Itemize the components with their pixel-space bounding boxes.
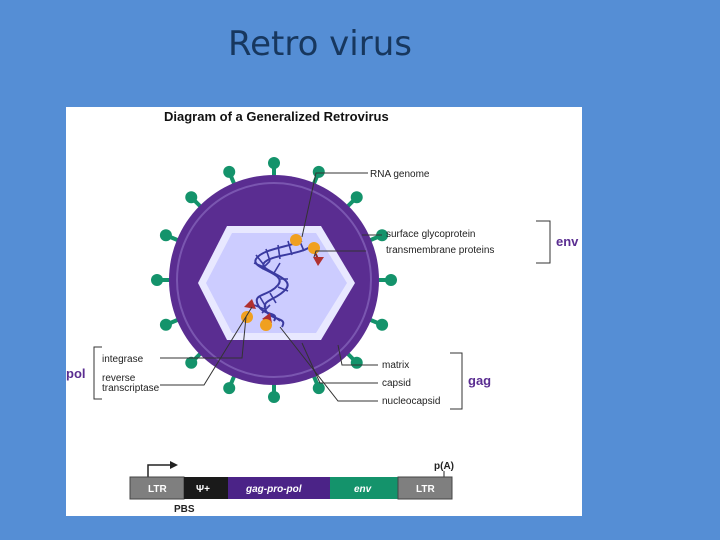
- spike-head: [313, 382, 325, 394]
- segment-label: Ψ+: [196, 484, 210, 495]
- spike-head: [351, 191, 363, 203]
- segment-label: LTR: [148, 484, 167, 495]
- label-pbs: PBS: [174, 504, 195, 515]
- protein-dot: [290, 234, 302, 246]
- label-polya: p(A): [434, 461, 454, 472]
- spike-head: [223, 166, 235, 178]
- gag-bracket: [450, 353, 462, 409]
- genome-map: p(A) LTR Ψ+ gag-pro-pol env LTR PBS: [130, 461, 454, 515]
- label-capsid: capsid: [382, 378, 411, 389]
- spike-head: [160, 319, 172, 331]
- segment-label: LTR: [416, 484, 435, 495]
- spike-head: [151, 274, 163, 286]
- slide-title: Retro virus: [0, 24, 640, 64]
- group-env: env: [556, 234, 579, 249]
- label-surface-glycoprotein: surface glycoprotein: [386, 229, 476, 240]
- spike-head: [268, 157, 280, 169]
- spike-head: [313, 166, 325, 178]
- spike-head: [223, 382, 235, 394]
- spike-head: [376, 319, 388, 331]
- group-pol: pol: [66, 366, 86, 381]
- protein-dot: [308, 242, 320, 254]
- label-transcriptase: transcriptase: [102, 383, 160, 394]
- retrovirus-diagram: Diagram of a Generalized Retrovirus: [66, 107, 582, 516]
- label-integrase: integrase: [102, 354, 144, 365]
- segment-label: env: [354, 484, 373, 495]
- spike-head: [185, 357, 197, 369]
- spike-head: [185, 191, 197, 203]
- label-matrix: matrix: [382, 360, 409, 371]
- pol-bracket: [94, 347, 102, 399]
- spike-head: [385, 274, 397, 286]
- spike-head: [351, 357, 363, 369]
- label-transmembrane-proteins: transmembrane proteins: [386, 245, 494, 256]
- diagram-title: Diagram of a Generalized Retrovirus: [164, 109, 389, 124]
- protein-dot: [260, 319, 272, 331]
- spike-head: [160, 229, 172, 241]
- group-gag: gag: [468, 373, 491, 388]
- spike-head: [268, 391, 280, 403]
- label-nucleocapsid: nucleocapsid: [382, 396, 440, 407]
- segment-label: gag-pro-pol: [245, 484, 302, 495]
- label-rna-genome: RNA genome: [370, 169, 430, 180]
- diagram-canvas: Diagram of a Generalized Retrovirus: [66, 107, 582, 516]
- arrowhead: [170, 461, 178, 469]
- env-bracket: [536, 221, 550, 263]
